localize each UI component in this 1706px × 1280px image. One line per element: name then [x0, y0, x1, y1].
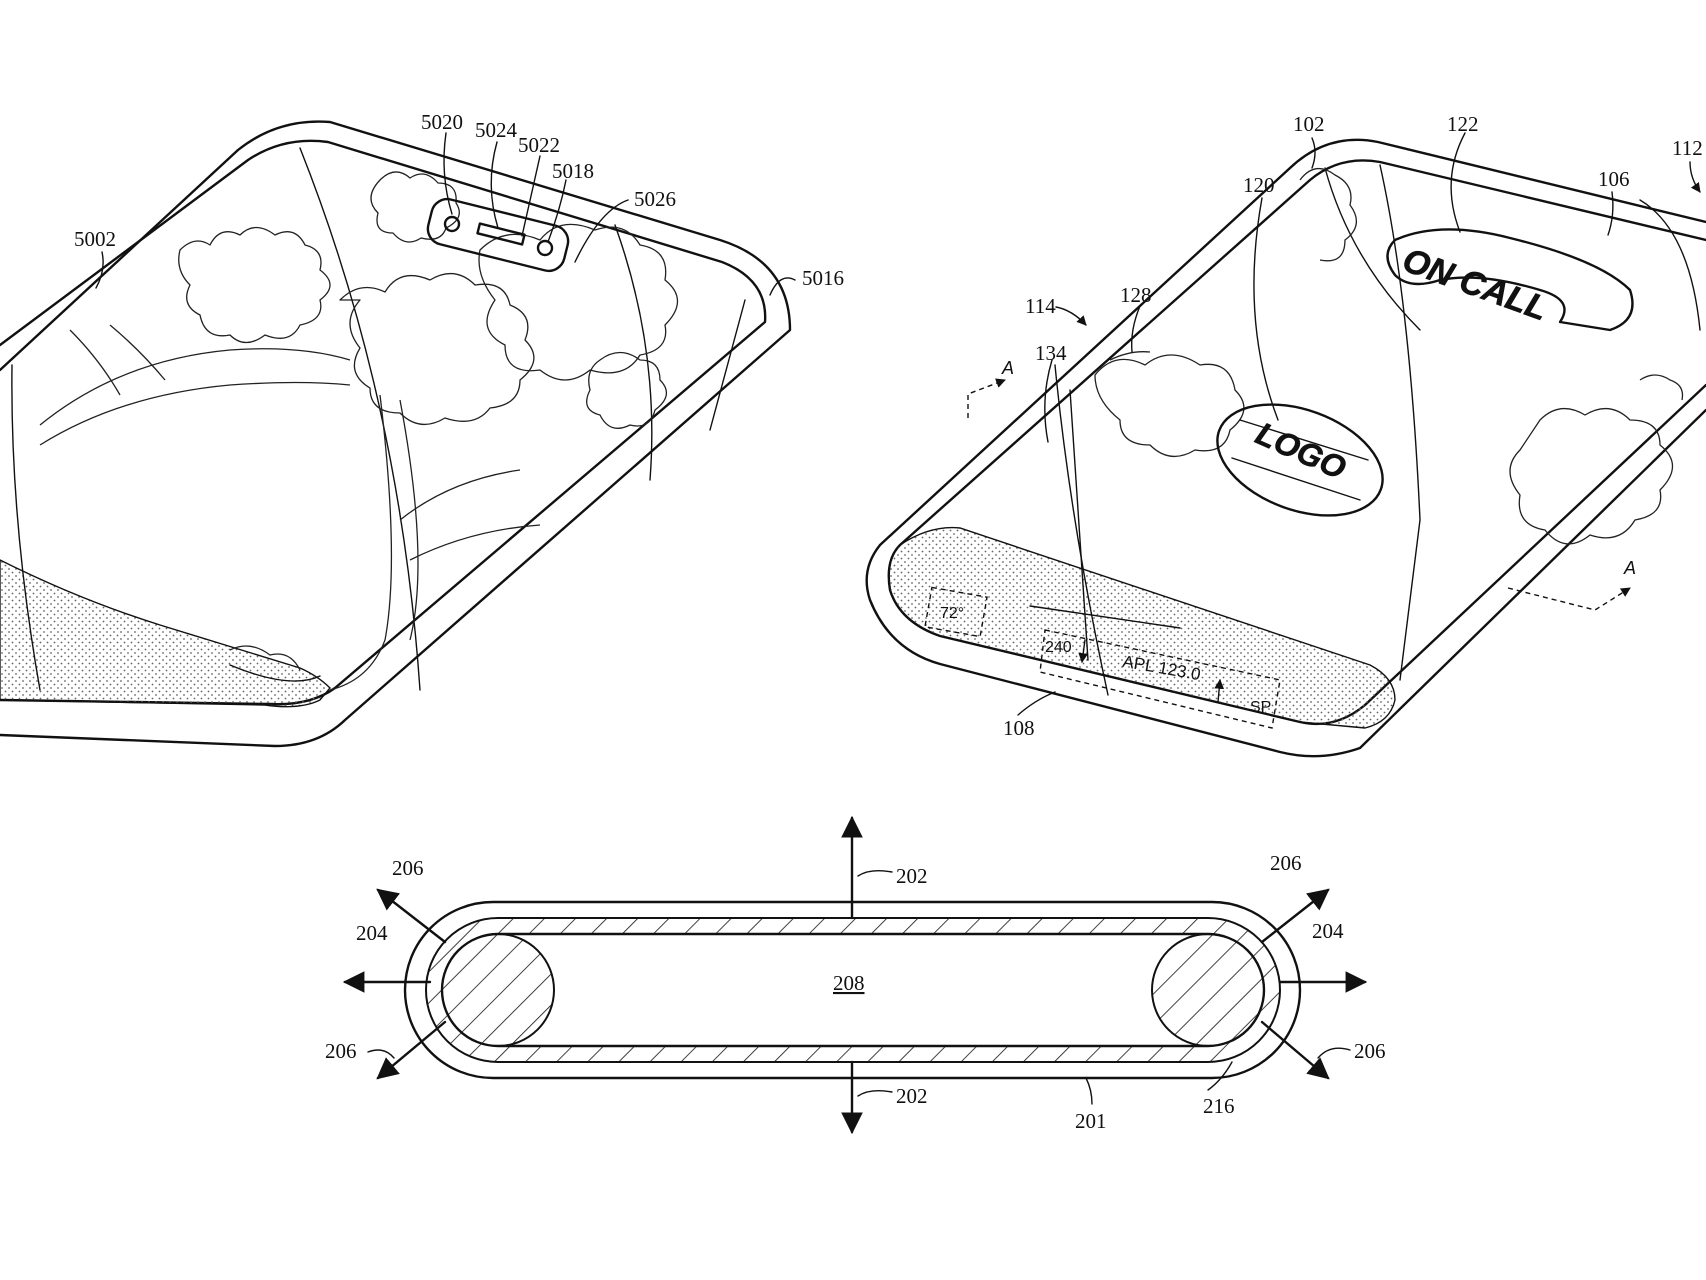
leader-112	[1689, 161, 1701, 193]
arrow-top-left	[376, 888, 447, 944]
ref-206-top-left: 206	[392, 856, 424, 880]
right-device: ON CALL LOGO 72° 240 APL 123.0 SP A A 10…	[865, 112, 1706, 758]
logo-stripe-bottom	[1231, 457, 1361, 501]
ref-5026: 5026	[634, 187, 676, 211]
leader-201	[1085, 1077, 1093, 1105]
left-band-curve	[229, 664, 321, 682]
ref-204-right: 204	[1312, 919, 1344, 943]
leader-5018	[547, 179, 567, 243]
leader-5026	[574, 199, 629, 263]
left-edge-line-4	[709, 299, 746, 431]
logo-ellipse	[1216, 403, 1384, 517]
ref-216: 216	[1203, 1094, 1235, 1118]
arrow-bottom-right	[1260, 1020, 1330, 1080]
section-mark-left: A	[1001, 358, 1014, 378]
leader-5022	[521, 155, 541, 237]
right-edge-line-3	[1324, 167, 1421, 331]
ref-5016: 5016	[802, 266, 844, 290]
left-device-outline	[0, 120, 792, 748]
on-call-label: ON CALL	[1398, 241, 1553, 328]
right-edge-line-2	[1054, 364, 1109, 696]
right-tree-artwork	[1094, 168, 1684, 545]
right-edge-line-5	[1069, 389, 1089, 661]
right-edge-line-1	[1379, 164, 1421, 681]
ref-5002: 5002	[74, 227, 116, 251]
left-edge-line-2	[299, 147, 421, 691]
leader-216	[1207, 1061, 1233, 1091]
section-mark-right: A	[1623, 558, 1636, 578]
ref-206-bottom-left: 206	[325, 1039, 357, 1063]
arrow-bottom-left	[376, 1020, 447, 1080]
ref-106: 106	[1598, 167, 1630, 191]
leader-128	[1130, 305, 1141, 353]
right-edge-line-4	[1639, 199, 1701, 331]
ref-5020: 5020	[421, 110, 463, 134]
left-device: 5002 5020 5024 5022 5018 5026 5016	[0, 110, 844, 748]
stock-index-label: SP	[1250, 699, 1271, 716]
arrow-top-right	[1260, 888, 1330, 944]
temperature-label: 72°	[940, 605, 964, 622]
left-device-bottom-band	[0, 559, 331, 708]
interior-cavity	[440, 932, 1266, 1048]
ref-114: 114	[1025, 294, 1056, 318]
sensor-notch	[426, 197, 570, 273]
right-device-bottom-band	[888, 526, 1396, 729]
volume-label: 240	[1045, 639, 1072, 656]
ref-204-left: 204	[356, 921, 388, 945]
leader-134	[1044, 359, 1053, 443]
leader-202-bottom	[857, 1089, 893, 1097]
ref-112: 112	[1672, 136, 1703, 160]
logo-stripe-top	[1239, 419, 1369, 461]
leader-122	[1450, 132, 1466, 233]
band-line	[1029, 605, 1181, 629]
leader-202-top	[857, 869, 893, 877]
ref-134: 134	[1035, 341, 1067, 365]
ref-5024: 5024	[475, 118, 518, 142]
leader-5024	[490, 141, 499, 229]
leader-5002	[95, 251, 104, 289]
ref-102: 102	[1293, 112, 1325, 136]
ref-5022: 5022	[518, 133, 560, 157]
ticker-box	[1039, 629, 1281, 729]
left-edge-line-3	[614, 224, 653, 481]
cross-section: 208 206 206 206 206 204 204 202 202 201 …	[325, 815, 1386, 1135]
ref-202-bottom: 202	[896, 1084, 928, 1108]
ref-206-bottom-right: 206	[1354, 1039, 1386, 1063]
section-line-a-left	[967, 378, 1006, 418]
logo-label: LOGO	[1251, 415, 1352, 486]
leader-108	[1017, 691, 1056, 716]
ref-120: 120	[1243, 173, 1275, 197]
volume-down-arrow	[1078, 639, 1089, 663]
leader-206-bl	[367, 1049, 395, 1059]
ref-122: 122	[1447, 112, 1479, 136]
ref-108: 108	[1003, 716, 1035, 740]
ref-206-top-right: 206	[1270, 851, 1302, 875]
leader-5020	[443, 132, 453, 215]
ref-202-top: 202	[896, 864, 928, 888]
left-edge-line-1	[11, 364, 41, 691]
leader-206-br	[1317, 1047, 1351, 1059]
leader-114	[1055, 306, 1087, 326]
leader-5016	[769, 277, 796, 296]
leader-106	[1607, 191, 1614, 236]
ticker-up-arrow	[1214, 679, 1225, 703]
leader-120	[1253, 197, 1279, 421]
temperature-box	[924, 586, 988, 638]
section-line-a-right	[1507, 587, 1631, 611]
ref-5018: 5018	[552, 159, 594, 183]
right-device-outline	[865, 138, 1706, 758]
ref-201: 201	[1075, 1109, 1107, 1133]
ref-128: 128	[1120, 283, 1152, 307]
on-call-badge	[1386, 228, 1634, 332]
ref-208: 208	[833, 971, 865, 995]
leader-102	[1311, 137, 1316, 169]
